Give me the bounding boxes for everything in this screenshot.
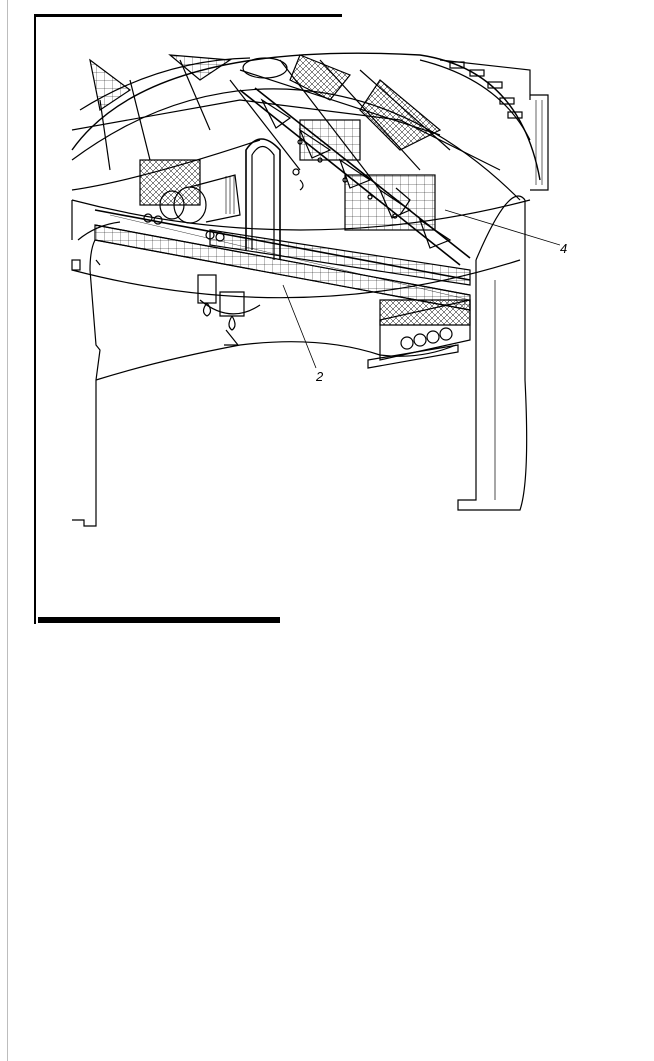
left-pillar: [71, 239, 101, 527]
callout-label-2: 2: [316, 369, 324, 384]
top-rule: [34, 14, 342, 17]
crane-trolley: [139, 119, 436, 260]
floor-contour: [95, 341, 457, 381]
hook-blocks: [197, 274, 261, 346]
figure-frame: 2 4: [34, 14, 568, 624]
callout-leaders: [282, 209, 560, 369]
rail-wheels-left: [143, 213, 225, 242]
dome-lattice: [71, 52, 549, 201]
right-pillar: [457, 195, 528, 511]
callout-label-4: 4: [560, 241, 568, 256]
crane-hall-drawing: [71, 52, 560, 527]
ground-rail-wheels: [367, 299, 471, 369]
left-rule: [34, 14, 36, 624]
page-margin-line: [7, 0, 8, 1061]
gantry-bridge: [94, 209, 471, 326]
bottom-rule: [38, 617, 280, 623]
